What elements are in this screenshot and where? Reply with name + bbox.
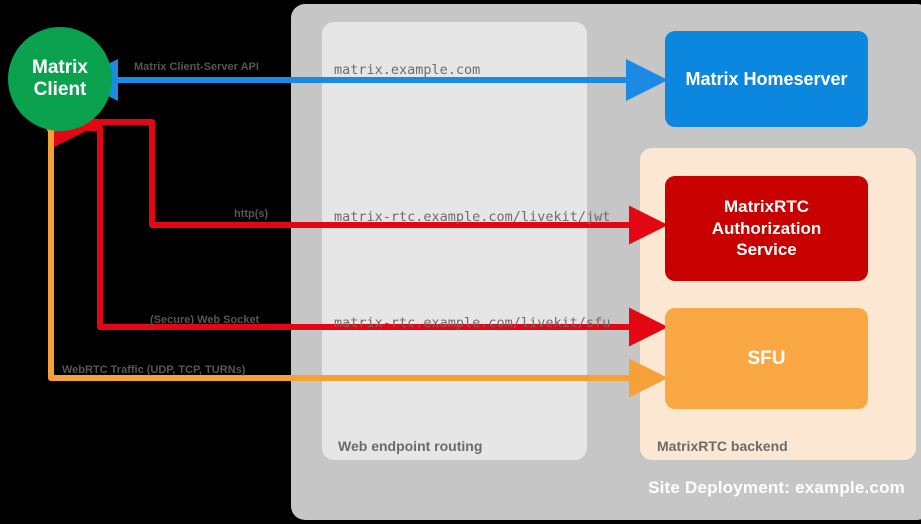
matrix-client-label-line2: Client [33, 79, 87, 100]
edge-label-https: http(s) [234, 208, 269, 220]
matrixrtc-backend-label: MatrixRTC backend [657, 438, 788, 454]
sfu-label: SFU [747, 347, 786, 369]
node-matrix-homeserver[interactable]: Matrix Homeserver [665, 31, 868, 127]
edge-label-matrix-client-server-api: Matrix Client-Server API [134, 61, 259, 73]
matrix-client-label-line1: Matrix [32, 56, 88, 78]
node-sfu[interactable]: SFU [665, 308, 868, 409]
edge-label-webrtc-traffic: WebRTC Traffic (UDP, TCP, TURNs) [62, 364, 246, 376]
node-matrix-client[interactable]: Matrix Client [8, 27, 112, 131]
endpoint-url-matrix: matrix.example.com [334, 62, 481, 78]
web-endpoint-routing-group [322, 22, 587, 460]
web-endpoint-routing-label: Web endpoint routing [338, 438, 483, 454]
site-deployment-label: Site Deployment: example.com [648, 478, 905, 497]
auth-service-label-line3: Service [736, 240, 797, 260]
auth-service-label-line1: MatrixRTC [723, 196, 809, 216]
endpoint-url-livekit-sfu: matrix-rtc.example.com/livekit/sfu [334, 315, 611, 331]
node-matrixrtc-authorization-service[interactable]: MatrixRTC Authorization Service [665, 176, 868, 281]
edge-label-websocket: (Secure) Web Socket [150, 314, 260, 326]
matrix-homeserver-label: Matrix Homeserver [685, 68, 848, 89]
auth-service-label-line2: Authorization [711, 218, 822, 238]
endpoint-url-livekit-jwt: matrix-rtc.example.com/livekit/jwt [334, 209, 611, 225]
